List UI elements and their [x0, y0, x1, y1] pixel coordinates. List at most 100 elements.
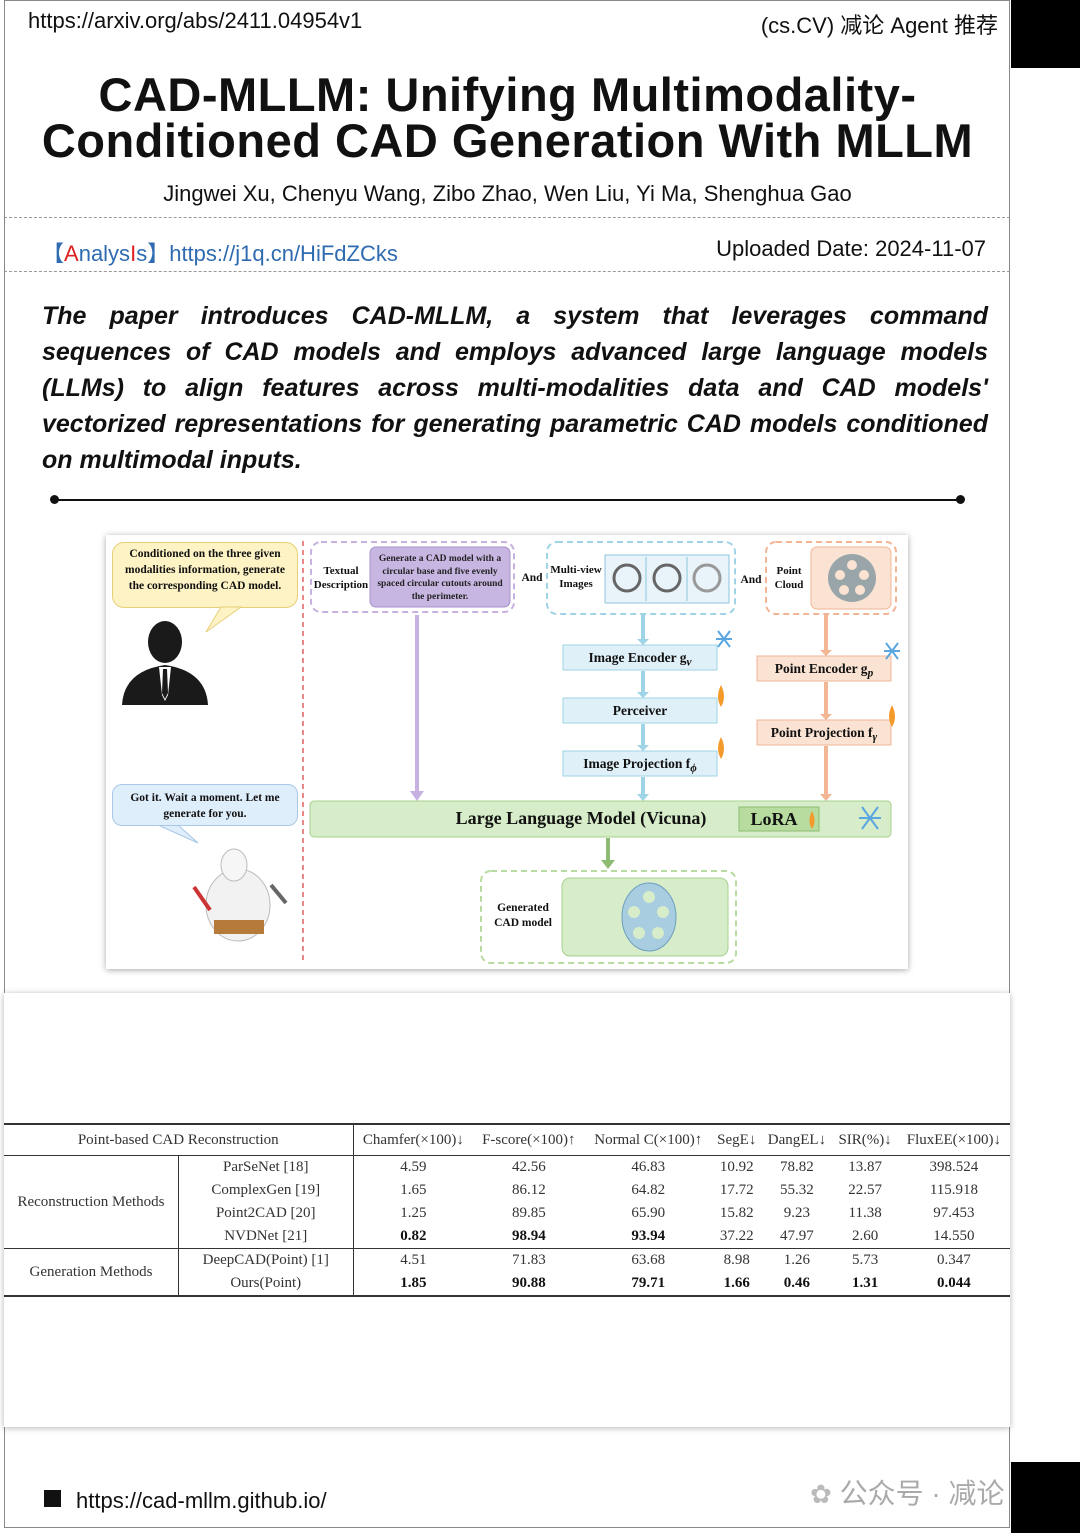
results-panel: Point-based CAD Reconstruction Chamfer(×…: [4, 993, 1010, 1427]
metric-value: 15.82: [719, 1205, 754, 1221]
method-name: Point2CAD [20]: [178, 1202, 354, 1225]
image-encoder-label: Image Encoder gv: [588, 650, 692, 669]
paper-title: CAD-MLLM: Unifying Multimodality- Condit…: [0, 71, 1015, 167]
metric-value: 8.98: [723, 1252, 750, 1268]
method-name: DeepCAD(Point) [1]: [178, 1248, 354, 1272]
textual-description-label: Textual Description: [313, 565, 369, 591]
bracket-open: 【: [42, 241, 65, 266]
flow-arrows: [415, 615, 828, 861]
lora-label: LoRA: [750, 809, 798, 829]
image-projection-box: [562, 750, 718, 777]
metric-value: 0.044: [937, 1275, 971, 1291]
multiview-group-box: [546, 541, 736, 615]
multiview-gear-icons: [612, 563, 722, 593]
point-cloud-label: Point Cloud: [774, 565, 804, 591]
llama-icon: [192, 848, 288, 942]
perceiver-box: [562, 697, 718, 724]
metric-value: 1.66: [723, 1275, 750, 1291]
uploaded-date: Uploaded Date: 2024-11-07: [716, 236, 986, 261]
method-name: NVDNet [21]: [178, 1225, 354, 1249]
image-projection-label: Image Projection fϕ: [583, 756, 697, 775]
metric-value: 4.59: [400, 1159, 427, 1175]
metric-value: 64.82: [631, 1182, 666, 1198]
frozen-snowflake-icon: [716, 630, 900, 830]
group-label: Generation Methods: [4, 1248, 179, 1296]
metric-value: 63.68: [631, 1252, 666, 1268]
table-header-row: Point-based CAD Reconstruction Chamfer(×…: [4, 1124, 1010, 1156]
metric-value: 78.82: [780, 1159, 814, 1175]
textual-group-box: [310, 541, 515, 613]
project-url[interactable]: https://cad-mllm.github.io/: [76, 1488, 327, 1513]
generated-label: Generated CAD model: [494, 902, 552, 929]
wechat-watermark: ✿ 公众号 · 减论: [810, 1478, 1005, 1509]
analysis-label-s: s: [136, 241, 148, 266]
wechat-icon: ✿: [810, 1479, 832, 1509]
title-line-2: Conditioned CAD Generation With MLLM: [41, 114, 974, 167]
metric-value: 22.57: [848, 1182, 883, 1198]
metric-value: 14.550: [933, 1228, 975, 1244]
metric-value: 90.88: [511, 1275, 546, 1291]
speech-bubble-top: [112, 542, 298, 608]
group-label: Reconstruction Methods: [4, 1155, 179, 1249]
arxiv-url[interactable]: https://arxiv.org/abs/2411.04954v1: [28, 8, 363, 33]
lora-box: [738, 806, 820, 832]
metric-value: 4.51: [400, 1252, 427, 1268]
image-encoder-box: [562, 644, 718, 671]
authors: Jingwei Xu, Chenyu Wang, Zibo Zhao, Wen …: [163, 181, 852, 206]
section-rule: [54, 499, 960, 501]
table-header-cell: Normal C(×100)↑: [594, 1131, 703, 1148]
metric-value: 47.97: [780, 1228, 814, 1244]
metric-value: 17.72: [719, 1182, 754, 1198]
metric-value: 1.26: [783, 1252, 811, 1268]
table-header-cell: FluxEE(×100)↓: [906, 1131, 1002, 1148]
abstract: The paper introduces CAD-MLLM, a system …: [42, 302, 988, 474]
metric-value: 398.524: [929, 1159, 979, 1175]
analysis-url[interactable]: https://j1q.cn/HiFdZCks: [169, 241, 398, 266]
metric-value: 1.65: [400, 1182, 427, 1198]
speech-bubble-bottom: [112, 784, 298, 826]
pointcloud-group-box: [765, 541, 897, 615]
metric-value: 1.85: [400, 1275, 427, 1291]
table-header-cell: F-score(×100)↑: [482, 1131, 576, 1148]
corner-block-bottom: [1011, 1462, 1080, 1533]
table-header-cell: Point-based CAD Reconstruction: [4, 1124, 354, 1156]
metric-value: 89.85: [511, 1205, 546, 1221]
metric-value: 97.453: [933, 1205, 975, 1221]
metric-value: 11.38: [848, 1205, 882, 1221]
trainable-flame-icon: [718, 685, 895, 829]
metric-value: 86.12: [511, 1182, 546, 1198]
metric-value: 1.25: [400, 1205, 427, 1221]
perceiver-label: Perceiver: [612, 703, 668, 718]
point-projection-label: Point Projection fγ: [770, 725, 878, 744]
and-label-1: And: [521, 572, 543, 584]
metric-value: 0.347: [937, 1252, 971, 1268]
point-projection-box: [756, 719, 892, 746]
divider: [4, 217, 1010, 218]
table-header-cell: SIR(%)↓: [838, 1131, 892, 1148]
results-table: Point-based CAD Reconstruction Chamfer(×…: [4, 1123, 1010, 1297]
multiview-label: Multi-view Images: [550, 564, 602, 590]
metric-value: 98.94: [511, 1228, 546, 1244]
metric-value: 42.56: [511, 1159, 546, 1175]
arrow-heads: [410, 639, 832, 869]
analysis-label-i: I: [130, 241, 137, 266]
and-label-2: And: [740, 574, 762, 586]
analysis-label-a: A: [64, 241, 79, 266]
speech-tail-top: [205, 606, 243, 633]
metric-value: 55.32: [780, 1182, 814, 1198]
bracket-close: 】: [147, 241, 170, 266]
metric-value: 1.31: [852, 1275, 879, 1291]
metric-value: 115.918: [929, 1182, 979, 1198]
category-tag: (cs.CV) 减论 Agent 推荐: [760, 13, 998, 38]
footer-bullet: [44, 1490, 61, 1507]
analysis-link-row[interactable]: 【AnalysIs】https://j1q.cn/HiFdZCks: [42, 236, 398, 268]
metric-value: 93.94: [631, 1228, 666, 1244]
metric-value: 2.60: [852, 1228, 879, 1244]
point-encoder-label: Point Encoder gp: [774, 661, 874, 680]
metric-value: 0.46: [783, 1275, 811, 1291]
metric-value: 13.87: [848, 1159, 883, 1175]
table-header-cell: Chamfer(×100)↓: [362, 1131, 464, 1148]
